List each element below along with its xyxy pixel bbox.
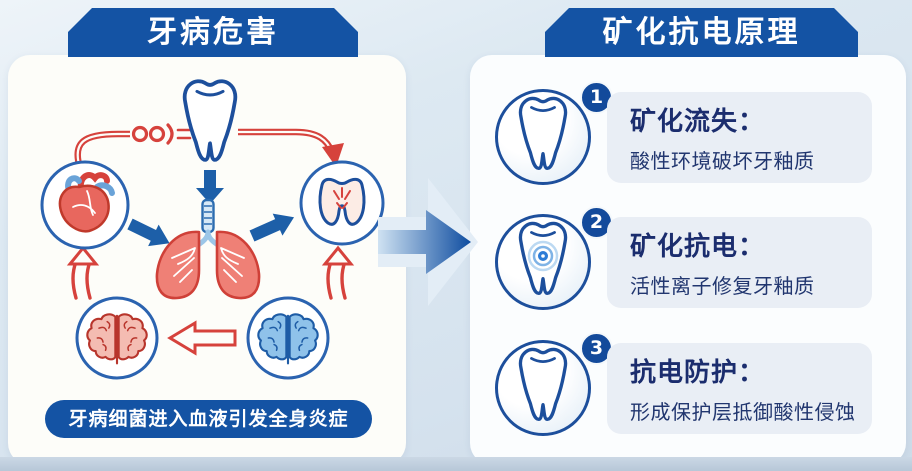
healthy-brain-icon bbox=[246, 296, 330, 380]
blue-arrow-tooth-to-lungs bbox=[196, 170, 224, 204]
bacteria-chain-icon bbox=[131, 123, 192, 145]
item-description: 活性离子修复牙釉质 bbox=[630, 274, 815, 298]
blue-arrow-lungs-to-tonsils bbox=[249, 213, 295, 242]
tooth-circle-icon bbox=[495, 89, 591, 185]
tonsils-icon bbox=[299, 160, 385, 246]
item-card: 矿化抗电： 活性离子修复牙釉质 bbox=[607, 217, 872, 308]
red-arrow-brain-to-tonsils bbox=[321, 245, 355, 300]
red-arrow-tooth-to-tonsils bbox=[238, 128, 344, 167]
item-description: 形成保护层抵御酸性侵蚀 bbox=[630, 400, 856, 424]
blue-arrow-heart-to-lungs bbox=[127, 218, 170, 247]
item-title: 矿化抗电： bbox=[630, 232, 766, 262]
tooth-remineralize-icon bbox=[495, 214, 591, 310]
red-arrow-brain-to-heart bbox=[66, 245, 100, 300]
lungs-icon bbox=[155, 198, 261, 300]
tooth-circle-icon bbox=[495, 340, 591, 436]
item-title: 矿化流失： bbox=[630, 107, 766, 137]
item-description: 酸性环境破坏牙釉质 bbox=[630, 149, 815, 173]
red-arrow-brain-to-brain bbox=[167, 320, 237, 356]
inflamed-brain-icon bbox=[75, 296, 159, 380]
right-panel-header: 矿化抗电原理 bbox=[545, 8, 858, 57]
oral-systemic-diagram bbox=[40, 79, 385, 380]
item-card: 矿化流失： 酸性环境破坏牙釉质 bbox=[607, 92, 872, 183]
tooth-icon bbox=[182, 79, 238, 162]
item-card: 抗电防护： 形成保护层抵御酸性侵蚀 bbox=[607, 343, 872, 434]
caption-pill: 牙病细菌进入血液引发全身炎症 bbox=[45, 400, 372, 438]
flow-right-arrow-icon bbox=[378, 178, 478, 306]
left-panel-header: 牙病危害 bbox=[68, 8, 358, 57]
bottom-gradient-strip bbox=[0, 457, 912, 471]
item-title: 抗电防护： bbox=[630, 358, 766, 388]
red-arrow-tooth-to-heart bbox=[74, 130, 130, 169]
heart-icon bbox=[40, 160, 130, 250]
